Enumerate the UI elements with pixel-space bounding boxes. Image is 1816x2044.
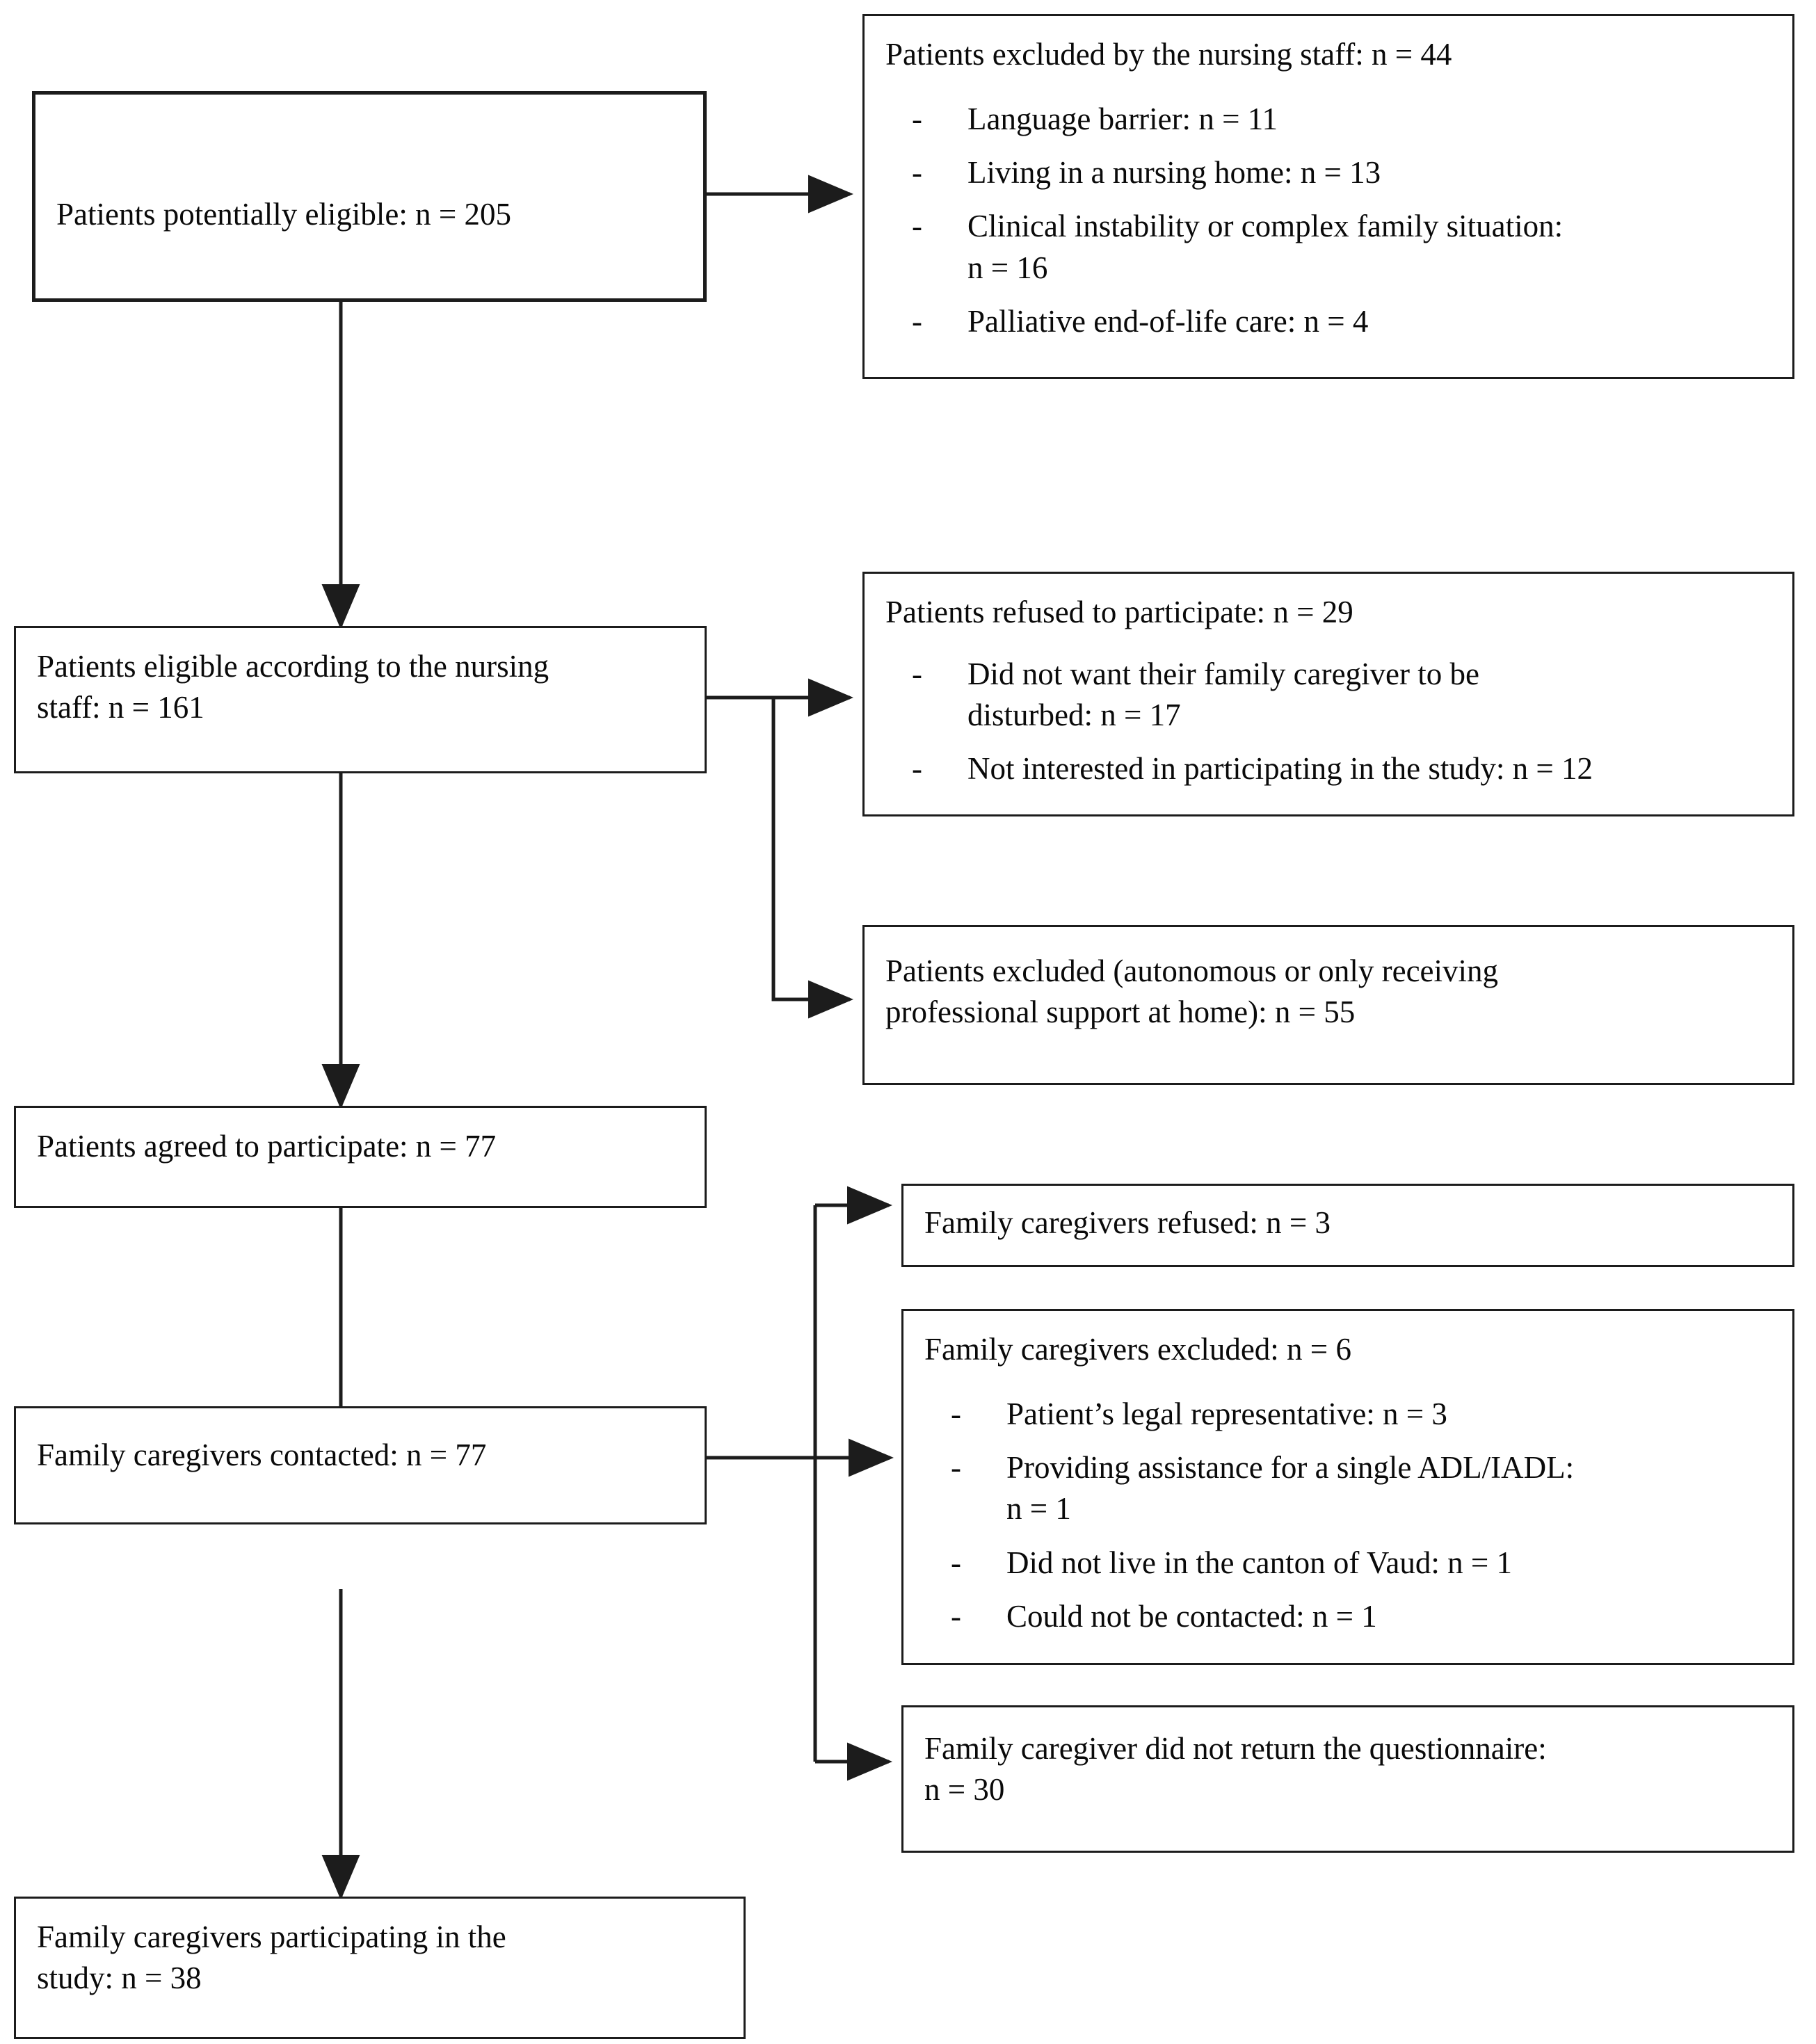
list-item: - Patient’s legal representative: n = 3 xyxy=(924,1394,1771,1435)
list-item-label: Language barrier: n = 11 xyxy=(967,101,1278,136)
list-item: - Providing assistance for a single ADL/… xyxy=(924,1447,1771,1530)
node-label-patients-excluded-autonomous: Patients excluded (autonomous or only re… xyxy=(885,953,1499,1029)
list-item-label: Providing assistance for a single ADL/IA… xyxy=(1006,1449,1575,1527)
node-family-caregivers-excluded: Family caregivers excluded: n = 6 - Pati… xyxy=(901,1309,1794,1665)
node-patients-potentially-eligible: Patients potentially eligible: n = 205 xyxy=(32,91,707,302)
node-label-family-caregivers-participating: Family caregivers participating in the s… xyxy=(37,1920,506,1995)
bullet-dash-icon: - xyxy=(951,1599,961,1634)
list-item-label: Could not be contacted: n = 1 xyxy=(1006,1599,1377,1634)
list-item-label: Did not want their family caregiver to b… xyxy=(967,656,1479,732)
node-heading-family-caregivers-excluded: Family caregivers excluded: n = 6 xyxy=(924,1332,1351,1367)
node-patients-excluded-nursing-staff: Patients excluded by the nursing staff: … xyxy=(862,14,1794,379)
node-family-caregivers-refused: Family caregivers refused: n = 3 xyxy=(901,1184,1794,1267)
node-label-family-caregivers-contacted: Family caregivers contacted: n = 77 xyxy=(37,1438,487,1472)
bullet-dash-icon: - xyxy=(912,304,922,339)
list-item-label: Did not live in the canton of Vaud: n = … xyxy=(1006,1545,1512,1580)
bullet-dash-icon: - xyxy=(912,209,922,244)
list-item-label: Not interested in participating in the s… xyxy=(967,751,1593,787)
list-item: - Did not live in the canton of Vaud: n … xyxy=(924,1543,1771,1584)
node-heading-patients-refused-to-participate: Patients refused to participate: n = 29 xyxy=(885,595,1353,629)
bullet-dash-icon: - xyxy=(912,656,922,691)
node-label-patients-eligible-nursing-staff: Patients eligible according to the nursi… xyxy=(37,649,549,725)
list-item: - Clinical instability or complex family… xyxy=(885,206,1771,289)
list-item-label: Clinical instability or complex family s… xyxy=(967,209,1564,285)
bullet-dash-icon: - xyxy=(951,1396,961,1431)
node-label-patients-agreed-to-participate: Patients agreed to participate: n = 77 xyxy=(37,1129,497,1164)
node-patients-agreed-to-participate: Patients agreed to participate: n = 77 xyxy=(14,1106,707,1208)
node-heading-patients-excluded-nursing-staff: Patients excluded by the nursing staff: … xyxy=(885,37,1452,72)
list-item: - Living in a nursing home: n = 13 xyxy=(885,152,1771,193)
bullet-list-excluded-nursing-staff: - Language barrier: n = 11 - Living in a… xyxy=(885,99,1771,343)
node-label-patients-potentially-eligible: Patients potentially eligible: n = 205 xyxy=(56,197,512,232)
bullet-list-refused-participate: - Did not want their family caregiver to… xyxy=(885,654,1771,790)
list-item: - Could not be contacted: n = 1 xyxy=(924,1596,1771,1637)
list-item-label: Palliative end-of-life care: n = 4 xyxy=(967,304,1369,339)
node-patients-eligible-nursing-staff: Patients eligible according to the nursi… xyxy=(14,626,707,773)
bullet-dash-icon: - xyxy=(912,101,922,136)
list-item-label: Patient’s legal representative: n = 3 xyxy=(1006,1396,1447,1431)
bullet-list-caregivers-excluded: - Patient’s legal representative: n = 3 … xyxy=(924,1394,1771,1638)
bullet-dash-icon: - xyxy=(951,1545,961,1580)
node-family-caregiver-no-questionnaire: Family caregiver did not return the ques… xyxy=(901,1705,1794,1853)
list-item: - Palliative end-of-life care: n = 4 xyxy=(885,301,1771,342)
node-label-family-caregivers-refused: Family caregivers refused: n = 3 xyxy=(924,1205,1331,1240)
node-patients-refused-to-participate: Patients refused to participate: n = 29 … xyxy=(862,572,1794,816)
node-family-caregivers-participating: Family caregivers participating in the s… xyxy=(14,1897,746,2039)
connector-nursing-eligible-branch xyxy=(707,695,853,1019)
list-item-label: Living in a nursing home: n = 13 xyxy=(967,154,1381,190)
bullet-dash-icon: - xyxy=(951,1449,961,1485)
node-label-family-caregiver-no-questionnaire: Family caregiver did not return the ques… xyxy=(924,1731,1547,1807)
bullet-dash-icon: - xyxy=(912,751,922,787)
list-item: - Did not want their family caregiver to… xyxy=(885,654,1771,737)
list-item: - Language barrier: n = 11 xyxy=(885,99,1771,140)
node-patients-excluded-autonomous: Patients excluded (autonomous or only re… xyxy=(862,925,1794,1085)
node-family-caregivers-contacted: Family caregivers contacted: n = 77 xyxy=(14,1406,707,1524)
bullet-dash-icon: - xyxy=(912,154,922,190)
list-item: - Not interested in participating in the… xyxy=(885,748,1771,789)
